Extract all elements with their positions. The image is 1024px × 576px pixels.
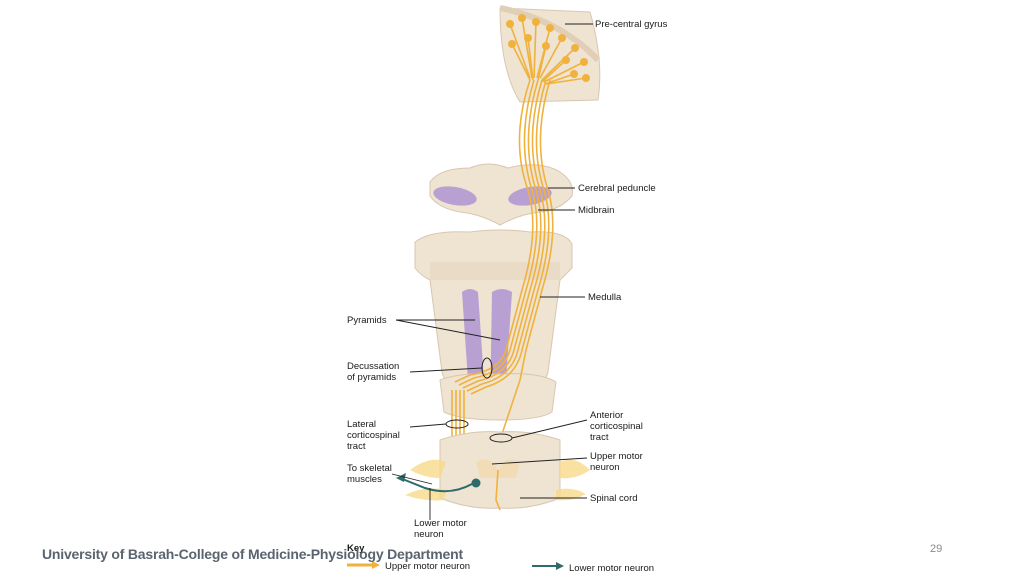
label-medulla: Medulla <box>588 292 622 303</box>
label-anterior-line1: Anterior <box>590 410 623 421</box>
label-lateral-line2: corticospinal <box>347 430 400 441</box>
label-upper-motor-neuron-line1: Upper motor <box>590 451 643 462</box>
leader-lines <box>391 23 593 520</box>
key-lower-motor-neuron: Lower motor neuron <box>569 563 654 574</box>
label-lower-motor-neuron-line2: neuron <box>414 529 444 540</box>
key-upper-motor-neuron: Upper motor neuron <box>385 561 470 572</box>
label-pyramids: Pyramids <box>347 315 387 326</box>
label-skeletal-line2: muscles <box>347 474 382 485</box>
label-decussation-line2: of pyramids <box>347 372 396 383</box>
label-spinal-cord: Spinal cord <box>590 493 638 504</box>
legend-key: Key Upper motor neuron Lower motor neuro… <box>347 543 654 574</box>
footer-institution: University of Basrah-College of Medicine… <box>42 546 463 562</box>
label-skeletal-line1: To skeletal <box>347 463 392 474</box>
label-lower-motor-neuron-line1: Lower motor <box>414 518 467 529</box>
label-cerebral-peduncle: Cerebral peduncle <box>578 183 656 194</box>
label-lateral-line1: Lateral <box>347 419 376 430</box>
label-midbrain: Midbrain <box>578 205 614 216</box>
cortex-section <box>499 5 601 103</box>
label-anterior-line3: tract <box>590 432 609 443</box>
lower-motor-neuron <box>396 473 481 493</box>
label-lateral-line3: tract <box>347 441 366 452</box>
page-number: 29 <box>930 543 943 555</box>
label-anterior-line2: corticospinal <box>590 421 643 432</box>
label-decussation-line1: Decussation <box>347 361 399 372</box>
midbrain-section <box>429 163 573 226</box>
label-precentral-gyrus: Pre-central gyrus <box>595 19 668 30</box>
key-title: Key <box>347 543 365 554</box>
label-upper-motor-neuron-line2: neuron <box>590 462 620 473</box>
